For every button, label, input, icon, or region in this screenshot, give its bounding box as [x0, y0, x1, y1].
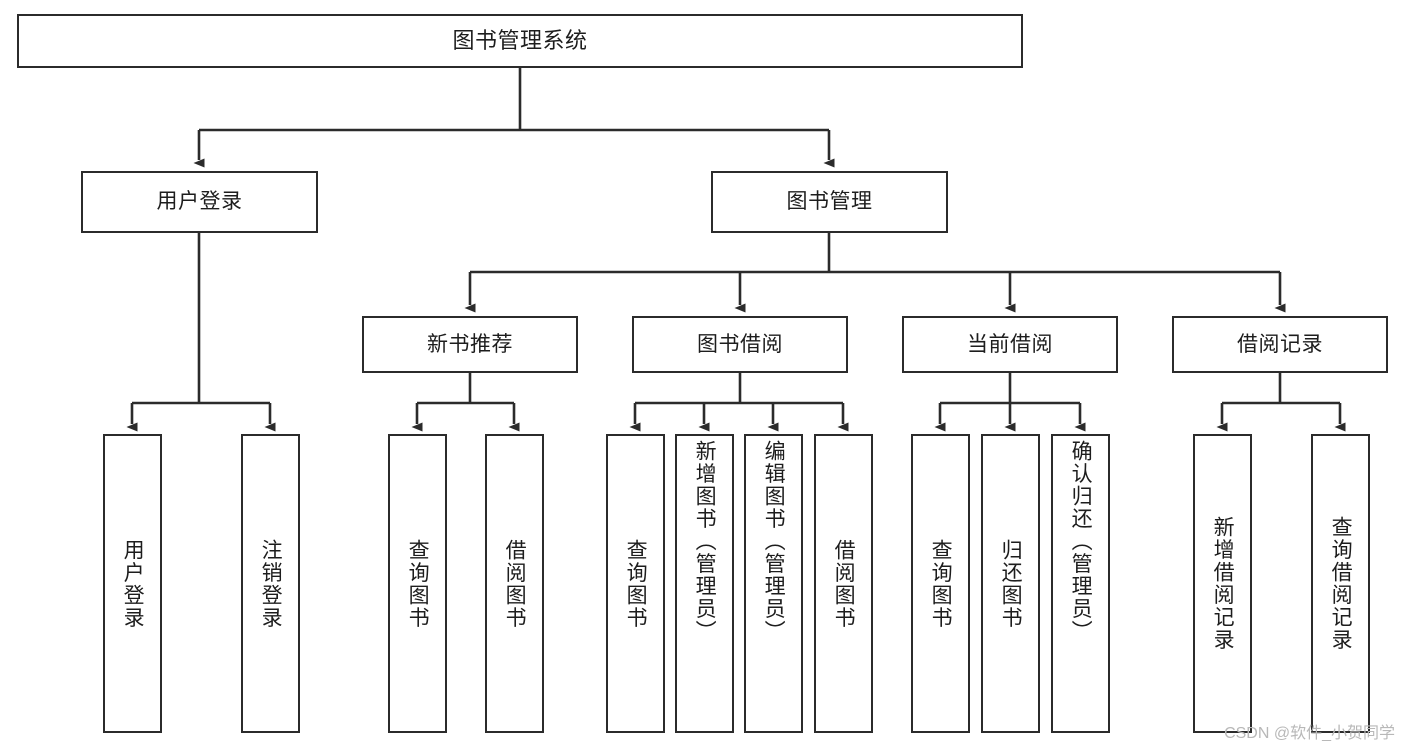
- node-label: 借阅记录: [1237, 332, 1323, 356]
- leaf-record-query-borrow-record[interactable]: 查询借阅记录: [1311, 434, 1370, 733]
- node-user-login[interactable]: 用户登录: [81, 171, 318, 233]
- node-book-borrow[interactable]: 图书借阅: [632, 316, 848, 373]
- node-label: 查询借阅记录: [1329, 516, 1353, 651]
- node-label: 查询图书: [406, 538, 430, 629]
- node-label: 注销登录: [259, 538, 283, 629]
- node-label: 用户登录: [156, 190, 243, 214]
- leaf-new-book-query-book[interactable]: 查询图书: [388, 434, 447, 733]
- node-label: 借阅图书: [832, 538, 856, 629]
- leaf-new-book-borrow-book[interactable]: 借阅图书: [485, 434, 544, 733]
- leaf-current-confirm-return-admin[interactable]: 确认归还（管理员）: [1051, 434, 1110, 733]
- leaf-borrow-add-book-admin[interactable]: 新增图书（管理员）: [675, 434, 734, 733]
- node-label: 当前借阅: [967, 332, 1053, 356]
- leaf-current-query-book[interactable]: 查询图书: [911, 434, 970, 733]
- leaf-borrow-query-book[interactable]: 查询图书: [606, 434, 665, 733]
- leaf-user-login-signout[interactable]: 注销登录: [241, 434, 300, 733]
- node-current-borrow[interactable]: 当前借阅: [902, 316, 1118, 373]
- leaf-borrow-borrow-book[interactable]: 借阅图书: [814, 434, 873, 733]
- node-label: 用户登录: [121, 538, 145, 629]
- node-label: 图书借阅: [697, 332, 783, 356]
- node-label: 编辑图书（管理员）: [762, 440, 786, 643]
- watermark-text: CSDN @软件_小贺同学: [1224, 725, 1395, 742]
- node-label: 新书推荐: [427, 332, 513, 356]
- node-borrow-record[interactable]: 借阅记录: [1172, 316, 1388, 373]
- node-root-book-management-system[interactable]: 图书管理系统: [17, 14, 1023, 68]
- node-book-management[interactable]: 图书管理: [711, 171, 948, 233]
- node-label: 查询图书: [624, 538, 648, 629]
- node-label: 新增借阅记录: [1211, 516, 1235, 651]
- node-label: 归还图书: [999, 538, 1023, 629]
- leaf-borrow-edit-book-admin[interactable]: 编辑图书（管理员）: [744, 434, 803, 733]
- node-label: 查询图书: [929, 538, 953, 629]
- leaf-user-login-signin[interactable]: 用户登录: [103, 434, 162, 733]
- leaf-current-return-book[interactable]: 归还图书: [981, 434, 1040, 733]
- leaf-record-add-borrow-record[interactable]: 新增借阅记录: [1193, 434, 1252, 733]
- node-label: 图书管理系统: [452, 27, 588, 53]
- node-label: 借阅图书: [503, 538, 527, 629]
- node-label: 新增图书（管理员）: [693, 440, 717, 643]
- node-label: 图书管理: [786, 190, 873, 214]
- node-label: 确认归还（管理员）: [1069, 440, 1093, 643]
- node-new-book-recommend[interactable]: 新书推荐: [362, 316, 578, 373]
